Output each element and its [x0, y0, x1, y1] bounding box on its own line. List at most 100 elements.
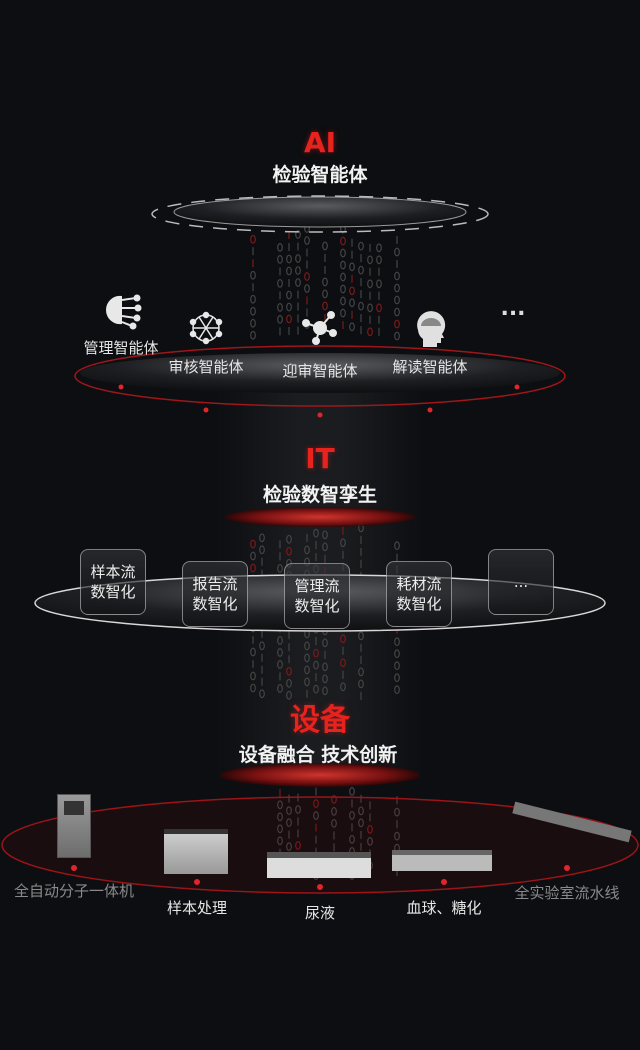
binary-glyph [358, 265, 364, 275]
it-item-line1: 耗材流 [396, 575, 442, 593]
binary-glyph [358, 679, 364, 689]
binary-glyph [340, 634, 346, 644]
ai-dashed-ring [151, 195, 489, 233]
binary-glyph [367, 824, 373, 834]
binary-glyph [349, 286, 355, 296]
binary-glyph [304, 236, 310, 245]
binary-glyph [394, 541, 400, 551]
binary-glyph [286, 302, 292, 312]
binary-glyph [313, 799, 319, 808]
it-item-line2: 数智化 [90, 583, 136, 601]
it-item-line1: 管理流 [294, 577, 340, 595]
it-item-management-flow: 管理流数智化 [284, 563, 350, 629]
it-red-disc [225, 507, 415, 527]
ai-red-ring [74, 345, 566, 407]
binary-glyph [367, 303, 373, 313]
binary-glyph [358, 667, 364, 677]
binary-glyph [295, 841, 301, 850]
binary-glyph [286, 314, 292, 324]
binary-glyph [277, 278, 283, 288]
binary-glyph [394, 247, 400, 257]
binary-glyph [277, 836, 283, 846]
binary-glyph [259, 533, 265, 543]
hematology-analyzer-image [392, 850, 492, 871]
binary-glyph [394, 319, 400, 329]
binary-glyph [349, 787, 355, 796]
binary-glyph [286, 678, 292, 688]
binary-glyph [367, 255, 373, 265]
binary-glyph [286, 690, 292, 700]
ring-dots [71, 384, 570, 890]
binary-glyph [304, 665, 310, 675]
binary-glyph [259, 641, 265, 651]
binary-glyph [322, 542, 328, 552]
binary-glyph [376, 255, 382, 265]
binary-glyph [376, 279, 382, 289]
binary-glyph [277, 684, 283, 693]
binary-glyph [322, 686, 328, 696]
it-item-more: ... [488, 549, 554, 615]
binary-glyph [277, 302, 283, 312]
agent-label-inspection: 迎审智能体 [282, 362, 358, 380]
binary-glyph [322, 638, 328, 648]
binary-glyph [277, 242, 283, 252]
binary-glyph [322, 674, 328, 684]
device-label-urine: 尿液 [304, 904, 336, 922]
binary-glyph [331, 794, 337, 804]
urine-analyzer-image [267, 852, 371, 878]
binary-glyph [286, 266, 292, 276]
binary-glyph [250, 551, 256, 561]
binary-glyph [286, 806, 292, 816]
ai-subtitle: 检验智能体 [272, 164, 368, 186]
binary-glyph [322, 241, 328, 251]
binary-glyph [250, 318, 256, 328]
binary-glyph [277, 824, 283, 834]
binary-glyph [340, 236, 346, 246]
it-subtitle: 检验数智孪生 [262, 484, 378, 506]
binary-glyph [286, 254, 292, 264]
binary-glyph [340, 658, 346, 668]
binary-glyph [394, 331, 400, 341]
device-label-sample-processing: 样本处理 [166, 899, 228, 917]
binary-glyph [250, 294, 256, 304]
binary-glyph [358, 818, 364, 828]
binary-glyph [394, 295, 400, 305]
binary-glyph [286, 290, 292, 300]
binary-glyph [286, 818, 292, 828]
agent-label-management: 管理智能体 [83, 339, 159, 357]
binary-glyph [358, 806, 364, 816]
molecular-analyzer-image [57, 794, 91, 858]
binary-glyph [394, 637, 400, 647]
binary-glyph [286, 534, 292, 544]
binary-glyph [250, 671, 256, 681]
it-item-line2: 数智化 [294, 597, 340, 615]
binary-glyph [349, 298, 355, 308]
binary-glyph [277, 812, 283, 822]
binary-glyph [340, 296, 346, 306]
binary-glyph [304, 545, 310, 555]
binary-glyph [358, 301, 364, 311]
binary-glyph [376, 243, 382, 253]
binary-glyph [322, 662, 328, 672]
binary-glyph [277, 800, 283, 810]
binary-glyph [277, 254, 283, 264]
binary-glyph [331, 818, 337, 828]
binary-glyph [394, 283, 400, 293]
binary-glyph [340, 284, 346, 294]
binary-glyph [367, 327, 373, 337]
binary-glyph [376, 303, 382, 313]
binary-glyph [340, 308, 346, 318]
binary-glyph [367, 279, 373, 289]
binary-glyph [394, 307, 400, 317]
binary-glyph [394, 271, 400, 281]
binary-glyph [250, 647, 256, 657]
binary-glyph [349, 262, 355, 272]
it-item-line1: 样本流 [90, 563, 136, 581]
binary-glyph [259, 545, 265, 555]
binary-glyph [358, 241, 364, 251]
binary-glyph [250, 683, 256, 693]
sample-processor-image [164, 829, 228, 874]
binary-glyph [277, 660, 283, 669]
ai-base-disc [80, 353, 560, 393]
it-item-line1: 报告流 [192, 575, 238, 593]
